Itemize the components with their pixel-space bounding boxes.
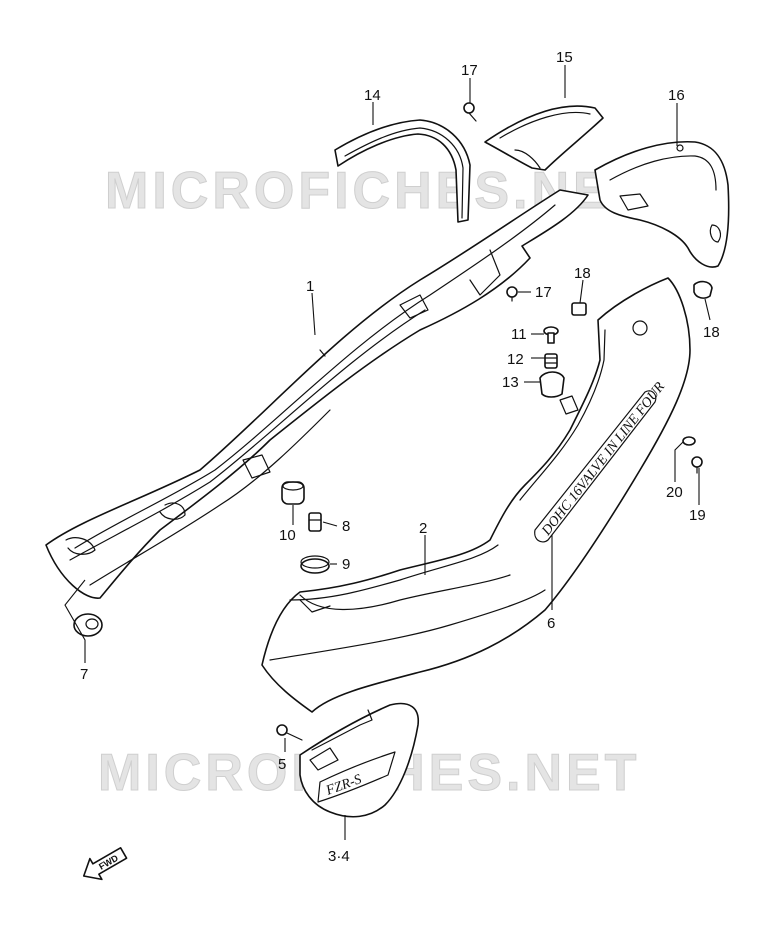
part-12-spring: [544, 353, 558, 369]
part-10-cushion: [281, 481, 305, 505]
callout-15: 15: [556, 49, 573, 66]
part-19-screw: [691, 456, 703, 474]
part-7-grommet: [73, 613, 103, 637]
callout-numbers: 1 2 3·4 5 6 7 8 9 10 11 12 13 14 15 16 1…: [80, 49, 720, 865]
part-18-nut-mid: [571, 302, 587, 316]
watermark-top: MICROFICHES.NET: [105, 162, 647, 220]
part-16-tail-housing: [594, 140, 730, 268]
callout-19: 19: [689, 507, 706, 524]
callout-18-mid: 18: [574, 265, 591, 282]
callout-6: 6: [547, 615, 555, 632]
part-5-screw: [276, 724, 303, 741]
callout-3-4: 3·4: [328, 848, 350, 865]
part-20-washer: [682, 436, 696, 446]
part-17-screw-top: [463, 102, 477, 122]
part-3-4-lower-cover: FZR-S: [299, 702, 419, 818]
part-9-collar: [300, 555, 330, 574]
part-11-bolt: [543, 326, 559, 344]
part-15-tail-cover: [484, 105, 604, 171]
callout-7: 7: [80, 666, 88, 683]
part-1-frame-cover: [45, 189, 589, 599]
fwd-arrow-icon: FWD: [82, 847, 128, 881]
callout-12: 12: [507, 351, 524, 368]
callout-14: 14: [364, 87, 381, 104]
callout-16: 16: [668, 87, 685, 104]
callout-18-right: 18: [703, 324, 720, 341]
callout-13: 13: [502, 374, 519, 391]
callout-1: 1: [306, 278, 314, 295]
callout-17-top: 17: [461, 62, 478, 79]
callout-10: 10: [279, 527, 296, 544]
part-14-grab-rail: [334, 119, 471, 223]
part-2-side-cover: [261, 277, 691, 713]
part-18-nut-right: [693, 280, 713, 299]
callout-9: 9: [342, 556, 350, 573]
callout-17-mid: 17: [535, 284, 552, 301]
leader-lines: [64, 65, 711, 840]
callout-8: 8: [342, 518, 350, 535]
callout-5: 5: [278, 756, 286, 773]
callout-2: 2: [419, 520, 427, 537]
part-17-screw-mid: [506, 286, 518, 302]
part-13-cushion: [539, 371, 565, 398]
callout-20: 20: [666, 484, 683, 501]
callout-11: 11: [511, 326, 527, 343]
part-8-bolt: [308, 512, 322, 532]
